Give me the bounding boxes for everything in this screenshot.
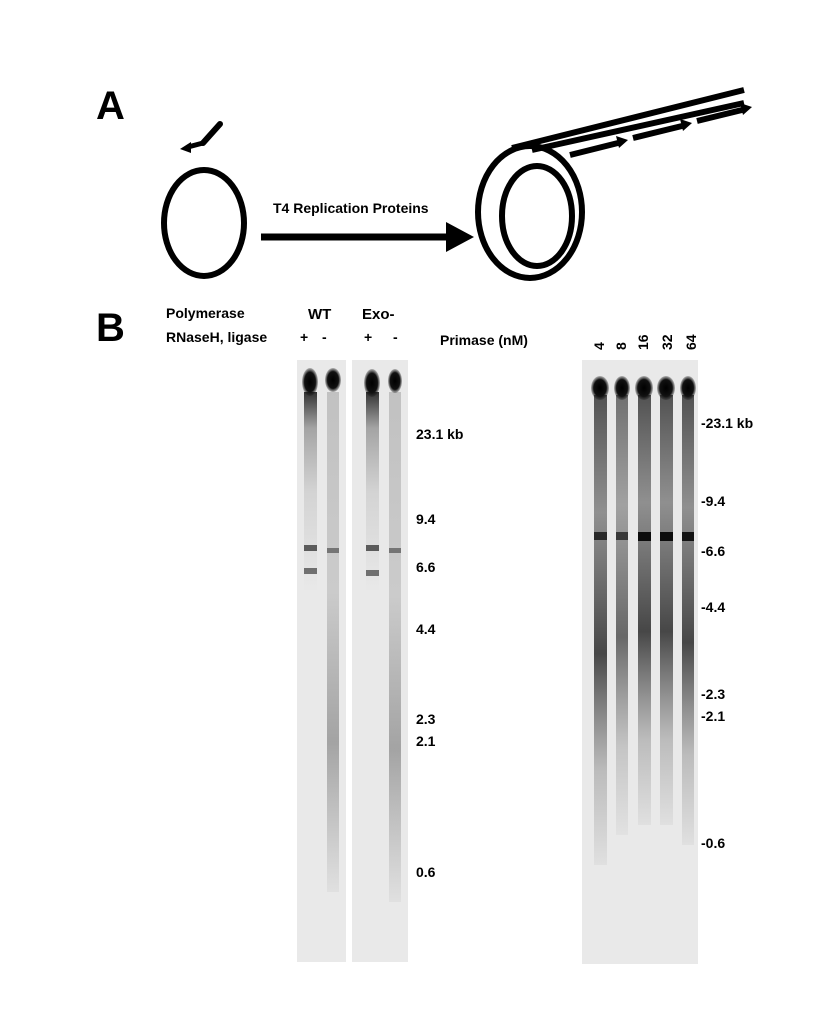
size-marker-right: -9.4 [701,493,726,509]
polymerase-label: Polymerase [166,305,245,321]
size-marker-left: 0.6 [416,864,436,880]
size-marker-right: -6.6 [701,543,726,559]
size-marker-right: -23.1 kb [701,415,754,431]
leading-strand-tail [511,87,745,151]
primer-icon [180,121,223,153]
size-marker-right: -2.3 [701,686,726,702]
primase-label: Primase (nM) [440,332,528,348]
lane-wt-minus [325,368,341,892]
group-wt-label: WT [308,306,332,323]
lane-sign: - [322,329,327,345]
primase-lanes [591,376,696,865]
arrow-label: T4 Replication Proteins [273,200,429,216]
panel-b-letter: B [96,306,125,350]
lane-exo-minus [388,369,402,902]
lane-sign: + [364,329,373,345]
group-exo-label: Exo- [362,306,395,323]
template-circle [161,167,247,279]
reaction-arrow [261,222,474,252]
template-strand-tail [531,100,745,153]
lane-sign: - [393,329,398,345]
size-marker-left: 23.1 kb [416,426,464,442]
lane-exo-plus [364,369,380,592]
size-marker-left: 2.1 [416,733,436,749]
rnaseh-ligase-label: RNaseH, ligase [166,329,268,345]
size-marker-right: -4.4 [701,599,726,615]
size-marker-left: 6.6 [416,559,436,575]
size-marker-right: -2.1 [701,708,726,724]
panel-a-letter: A [96,84,125,128]
product-inner-circle [499,163,575,269]
lane-wt-plus [302,368,318,592]
okazaki-fragments [569,103,752,158]
lane-sign: + [300,329,309,345]
size-marker-right: -0.6 [701,835,726,851]
size-marker-left: 9.4 [416,511,436,527]
size-marker-left: 4.4 [416,621,436,637]
size-marker-left: 2.3 [416,711,436,727]
